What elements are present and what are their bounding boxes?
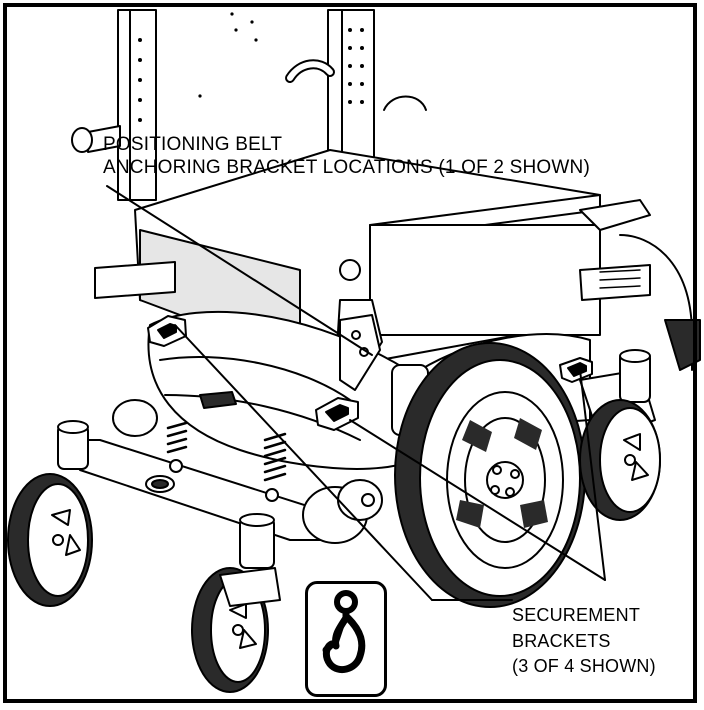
right-caster xyxy=(579,349,661,521)
securement-callout-line1: SECUREMENT xyxy=(512,605,641,625)
securement-leader-right xyxy=(579,369,606,581)
securement-callout-line3: (3 OF 4 SHOWN) xyxy=(512,656,656,677)
rear-left-caster-wheel xyxy=(191,513,281,693)
securement-bracket-right xyxy=(559,357,593,383)
hook-icon xyxy=(322,590,366,674)
positioning-belt-callout: POSITIONING BELT ANCHORING BRACKET LOCAT… xyxy=(103,134,590,180)
securement-bracket-left xyxy=(147,315,187,347)
securement-leader-left xyxy=(174,324,433,601)
callout-leader-lines xyxy=(106,185,606,601)
belt-anchor-bracket xyxy=(339,314,381,391)
left-front-caster-wheel xyxy=(7,473,93,607)
securement-callout: SECUREMENT BRACKETS (3 OF 4 SHOWN) xyxy=(512,605,656,682)
motor-assembly xyxy=(112,399,383,544)
belt-leader-line xyxy=(106,185,373,356)
belt-callout-line1: POSITIONING BELT xyxy=(103,134,283,155)
securement-bracket-center xyxy=(315,397,359,431)
securement-callout-line2: BRACKETS xyxy=(512,630,611,651)
page-border xyxy=(3,3,697,703)
tiedown-symbol-box xyxy=(305,581,387,697)
belt-callout-line2: ANCHORING BRACKET LOCATIONS (1 OF 2 SHOW… xyxy=(103,156,590,178)
drive-wheel xyxy=(394,342,586,608)
securement-leader-center xyxy=(349,419,606,581)
